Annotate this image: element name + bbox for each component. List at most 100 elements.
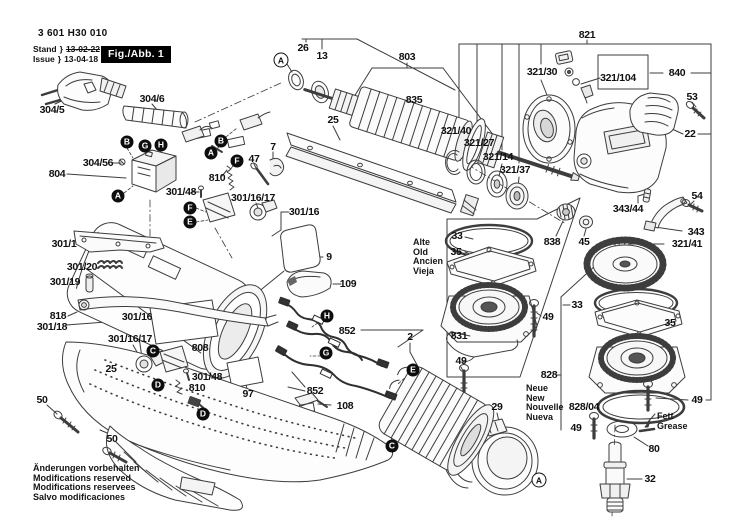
revision-block: Stand } 13-02-22 Issue } 13-04-18: [33, 44, 100, 64]
part-gasket-35-old: [446, 246, 537, 287]
part-label-301-16-17: 301/16/17: [107, 333, 153, 345]
part-label-803: 803: [398, 51, 416, 63]
part-clip-7: [269, 157, 285, 177]
part-label-304-56: 304/56: [82, 157, 114, 169]
part-washer-80: [606, 420, 638, 438]
part-screw-49-old-bottom: [459, 364, 469, 394]
connector-marker-C: C: [146, 344, 160, 358]
note-line: Grease: [657, 420, 688, 431]
part-label-343-44: 343/44: [612, 203, 644, 215]
note-line: Änderungen vorbehalten: [33, 463, 140, 473]
part-label-2: 2: [407, 331, 413, 343]
part-label-321-14: 321/14: [482, 151, 514, 163]
part-module-804: [118, 149, 177, 193]
part-label-45: 45: [578, 236, 590, 248]
part-plate-9: [280, 224, 321, 273]
view-marker-A: A: [273, 52, 289, 68]
connector-marker-H: H: [320, 309, 334, 323]
part-screw-47: [250, 162, 270, 186]
connector-marker-G: G: [319, 346, 333, 360]
part-cap-45: [579, 215, 593, 229]
part-screw-50-upper: [53, 410, 80, 434]
part-label-321-104: 321/104: [600, 72, 636, 84]
part-label-821: 821: [578, 29, 596, 41]
part-label-13: 13: [316, 50, 328, 62]
part-spindle-32: [599, 441, 631, 513]
part-handle-25: [62, 341, 394, 483]
part-flap-109: [286, 270, 332, 298]
part-label-804: 804: [48, 168, 66, 180]
part-cover-29: [441, 407, 539, 496]
part-label-852: 852: [338, 325, 356, 337]
part-label-22: 22: [684, 128, 696, 140]
part-label-301-18: 301/18: [36, 321, 68, 333]
connector-marker-D: D: [151, 378, 165, 392]
part-cap-22: [629, 92, 679, 136]
part-screw-53: [685, 101, 706, 120]
part-shell-lower: [105, 425, 243, 511]
brace: }: [59, 44, 63, 54]
brace: }: [57, 53, 62, 64]
part-label-109: 109: [339, 278, 357, 290]
part-label-301-48: 301/48: [165, 186, 197, 198]
part-label-33: 33: [571, 299, 583, 311]
part-brushes-top: [181, 111, 271, 143]
part-label-321-40: 321/40: [440, 125, 472, 137]
part-label-7: 7: [270, 141, 276, 153]
part-label-35: 35: [664, 317, 676, 329]
connector-marker-B: B: [120, 135, 134, 149]
part-label-852: 852: [306, 385, 324, 397]
part-label-808: 808: [191, 342, 209, 354]
part-label-29: 29: [491, 401, 503, 413]
note-line: Nueva: [526, 411, 554, 422]
part-screw-54: [681, 198, 704, 213]
part-label-32: 32: [644, 473, 656, 485]
connector-marker-F: F: [230, 154, 244, 168]
part-label-50: 50: [36, 394, 48, 406]
note-line: Nouvelle: [526, 402, 564, 413]
note-line: Neue: [526, 383, 549, 393]
part-label-108: 108: [336, 400, 354, 412]
part-label-25: 25: [327, 114, 339, 126]
part-label-53: 53: [686, 91, 698, 103]
part-lever-818-301-18: [77, 296, 279, 327]
part-plug-304-5: [40, 71, 127, 111]
stand-label: Stand: [33, 44, 57, 54]
part-label-828-04: 828/04: [568, 401, 600, 413]
note-line: New: [526, 392, 545, 403]
part-label-49: 49: [570, 422, 582, 434]
part-label-343: 343: [687, 226, 705, 238]
part-label-26: 26: [297, 42, 309, 54]
part-label-838: 838: [543, 236, 561, 248]
part-disc-321-30: [522, 94, 576, 164]
part-pin-301-19: [85, 273, 94, 293]
part-label-304-6: 304/6: [139, 93, 165, 105]
connector-marker-E: E: [183, 215, 197, 229]
part-label-33: 33: [451, 230, 463, 242]
part-label-47: 47: [248, 153, 260, 165]
document-part-number: 3 601 H30 010: [38, 28, 108, 39]
part-label-321-30: 321/30: [526, 66, 558, 78]
part-flange-old: [440, 282, 538, 343]
note-line: Ancien: [413, 256, 444, 267]
part-screw-49-old-right: [529, 299, 539, 338]
part-brush-holder-upper: [198, 165, 278, 223]
part-label-321-41: 321/41: [671, 238, 703, 250]
part-fork-831: [446, 331, 519, 363]
part-label-301-16: 301/16: [121, 311, 153, 323]
issue-label: Issue: [33, 53, 55, 64]
view-marker-A: A: [531, 472, 547, 488]
part-label-818: 818: [49, 310, 67, 322]
part-label-49: 49: [691, 394, 703, 406]
part-screw-49-new-right: [643, 380, 653, 412]
part-sleeve-304-6: [122, 105, 189, 129]
part-flange-828: [588, 333, 686, 394]
note-line: Old: [413, 246, 428, 257]
part-label-80: 80: [648, 443, 660, 455]
note-line: Modifications reserved: [33, 472, 132, 483]
part-label-835: 835: [405, 94, 423, 106]
